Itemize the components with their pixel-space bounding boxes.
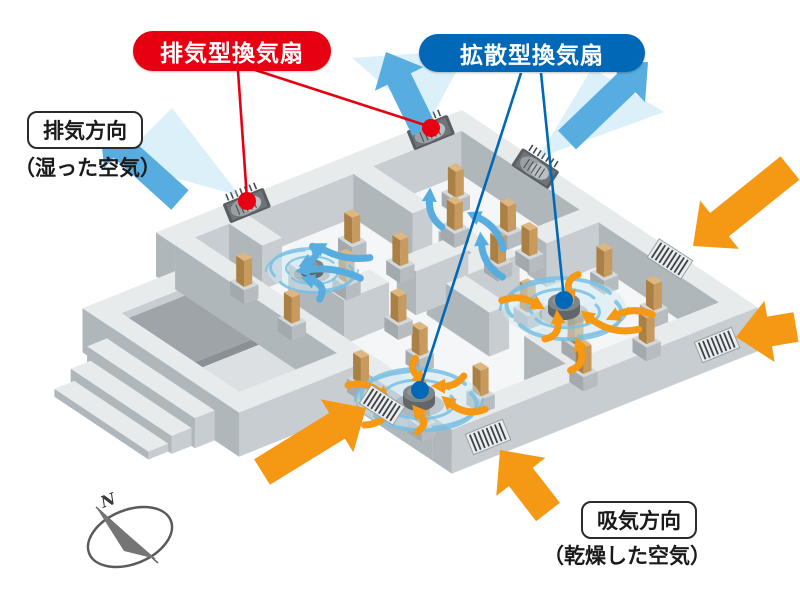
airflow-arrow-small <box>605 307 656 321</box>
exhaust-direction-note: 排気方向 <box>27 111 143 149</box>
generated-scene <box>54 50 800 569</box>
intake-air-arrow <box>736 300 799 362</box>
airflow-arrow-small <box>474 231 506 281</box>
callout-dot-diffusion <box>411 381 429 399</box>
exhaust-direction-label: 排気方向 <box>27 111 143 149</box>
exhaust-air-arrow <box>374 52 436 136</box>
airflow-arrow-small <box>441 396 489 416</box>
compass-north-label: N <box>97 488 119 512</box>
callout-diffusion-fan-pill: 拡散型換気扇 <box>419 34 645 72</box>
airflow-arrow-small <box>421 187 446 231</box>
intake-vent-icon <box>693 326 741 364</box>
airflow-arrow-small <box>541 309 566 343</box>
intake-air-arrow <box>254 399 366 485</box>
exhaust-air-arrow <box>558 62 648 150</box>
callout-lines <box>236 67 573 399</box>
intake-vent-icon <box>464 418 512 456</box>
intake-direction-label: 吸気方向 <box>581 501 697 539</box>
compass-icon <box>86 505 174 569</box>
intake-air-arrow <box>496 450 560 522</box>
exhaust-direction-sublabel: （湿った空気） <box>14 157 161 180</box>
exhaust-fan-icon <box>511 144 559 189</box>
airflow-arrow-small <box>431 372 468 394</box>
callout-dot-exhaust <box>238 192 256 210</box>
airflow-arrow-small <box>580 310 643 335</box>
callout-dot-diffusion <box>555 291 573 309</box>
airflow-arrow-small <box>298 242 320 268</box>
intake-vent-icon <box>358 384 406 426</box>
callout-exhaust-fan-pill: 排気型換気扇 <box>133 31 331 71</box>
intake-direction-note: 吸気方向 <box>581 501 697 539</box>
airflow-arrow-small <box>567 336 588 374</box>
intake-air-arrow <box>693 156 800 249</box>
callout-dot-exhaust <box>422 119 440 137</box>
intake-direction-sublabel: （乾燥した空気） <box>543 545 711 568</box>
airflow-arrow-small <box>412 404 428 436</box>
airflow-arrow-small <box>498 294 545 310</box>
airflow-arrow-small <box>300 274 326 303</box>
intake-vent-icon <box>646 238 694 280</box>
